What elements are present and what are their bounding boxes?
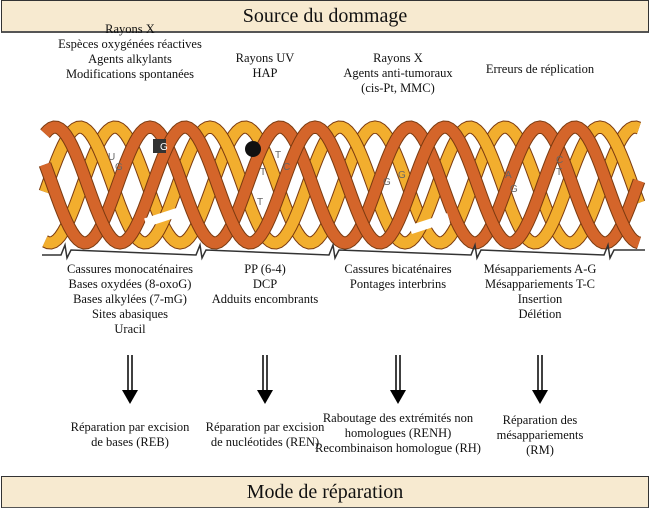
dna-strand [39,121,645,249]
base-letter: T [275,150,281,161]
strand-break [409,213,450,235]
arrow-head [122,390,138,404]
baseline-brace [42,242,645,261]
bulky-adduct [245,141,261,157]
lesion-types-line: Cassures bicaténaires [344,262,452,276]
lesion-types-line: Mésappariements A-G [483,262,597,276]
lesion-types-line: Adduits encombrants [211,292,319,306]
base-letter: T [257,197,263,208]
dna-strand [40,121,641,249]
lesion-types-line: Cassures monocaténaires [66,262,194,276]
base-letter: T [556,167,562,178]
damage-source-line: Agents anti-tumoraux [343,66,453,80]
damage-source-line: Modifications spontanées [65,67,195,81]
repair-pathway-line: Raboutage des extrémités non [322,411,474,425]
base-letter: G [510,184,518,195]
base-letter: U [108,152,115,163]
base-letter: G [383,177,391,188]
repair-pathway-line: Recombinaison homologue (RH) [315,441,481,455]
header-title: Source du dommage [242,4,408,27]
arrow-head [532,390,548,404]
dna-strand [39,121,645,249]
header-band: Source du dommage [1,0,649,33]
damage-source-line: Erreurs de réplication [485,62,595,76]
footer-title: Mode de réparation [246,480,404,503]
base-letter: C [556,155,563,166]
base-letter: C [283,162,290,173]
damage-source-line: Agents alkylants [88,52,172,66]
lesion-types-line: Bases alkylées (7-mG) [73,292,187,306]
damage-source-line: Rayons UV [235,51,295,65]
repair-pathway-line: Réparation par excision [205,420,325,434]
lesion-types-line: PP (6-4) [244,262,286,276]
footer-band: Mode de réparation [1,476,649,508]
repair-pathway-line: de bases (REB) [91,435,169,449]
arrow-head [390,390,406,404]
arrow-head [257,390,273,404]
base-letter: T [260,167,266,178]
base-letter: G [160,142,168,153]
lesion-types-line: Délétion [518,307,562,321]
repair-pathway-line: mésappariements [496,428,584,442]
lesion-types-line: DCP [252,277,278,291]
lesion-types-line: Mésappariements T-C [484,277,596,291]
repair-pathway-line: (RM) [526,443,554,457]
base-letter: G [398,170,406,181]
damage-source-line: (cis-Pt, MMC) [361,81,435,95]
lesion-types-line: Sites abasiques [91,307,169,321]
lesion-types-line: Bases oxydées (8-oxoG) [68,277,192,291]
damage-source-line: Rayons X [105,22,155,36]
lesion-types-line: Pontages interbrins [349,277,447,291]
lesion-types-line: Insertion [517,292,563,306]
base-letter: A [505,170,512,181]
repair-pathway-line: homologues (RENH) [344,426,452,440]
modified-base-box [153,139,166,153]
repair-pathway-line: Réparation par excision [70,420,190,434]
damage-source-line: Rayons X [373,51,423,65]
repair-pathway-line: de nucléotides (REN) [210,435,320,449]
damage-source: Erreurs de réplication [486,62,594,77]
lesion-types-line: Uracil [114,322,146,336]
strand-break [144,206,185,228]
base-letter: G [115,162,123,173]
repair-pathway-line: Réparation des [502,413,578,427]
damage-source-line: HAP [252,66,278,80]
damage-source-line: Espèces oxygénées réactives [58,37,202,51]
